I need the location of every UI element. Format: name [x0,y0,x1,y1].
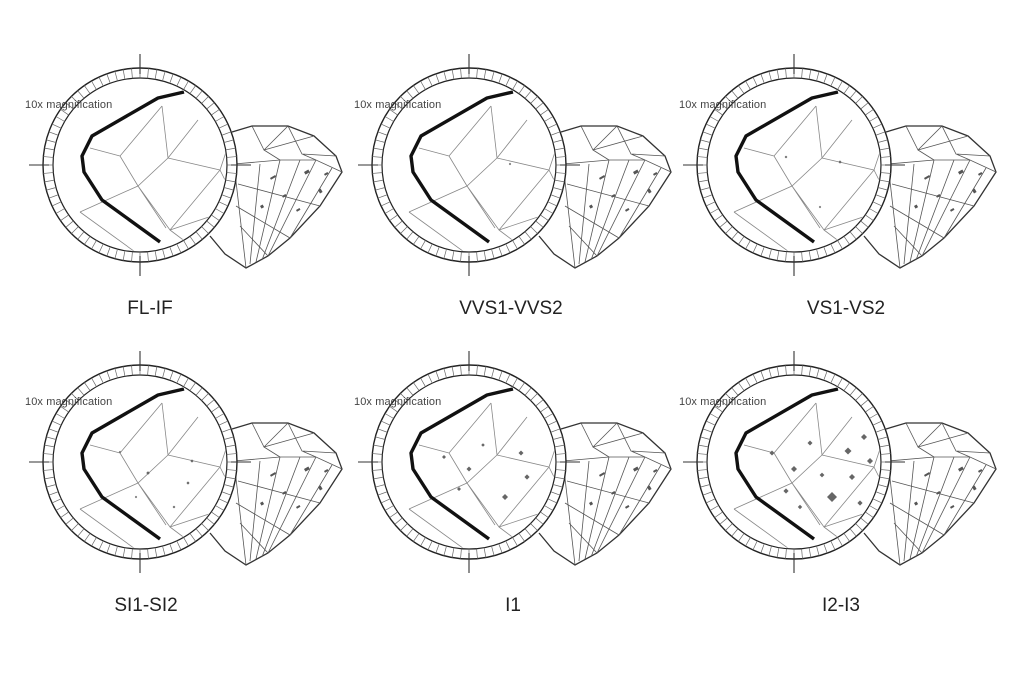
magnification-label: 10x magnification [25,396,113,408]
panel-vvs1-vvs2: 10x magnification VVS1-VVS2 [349,54,689,360]
loupe-diamond-icon [29,351,343,573]
panel-i2-i3: 10x magnification I2-I3 [674,351,1014,657]
panel-vs1-vs2: 10x magnification VS1-VS2 [674,54,1014,360]
loupe-diamond-icon [683,351,997,573]
magnification-label: 10x magnification [25,99,113,111]
panel-i1: 10x magnification I1 [349,351,689,657]
grade-label: VVS1-VVS2 [459,298,563,319]
magnification-label: 10x magnification [679,99,767,111]
loupe-diamond-icon [29,54,343,276]
magnification-label: 10x magnification [679,396,767,408]
grade-label: SI1-SI2 [114,595,178,616]
grade-label: VS1-VS2 [806,298,886,319]
grade-label: I1 [505,595,521,616]
magnification-label: 10x magnification [354,396,442,408]
magnification-label: 10x magnification [354,99,442,111]
grade-label: FL-IF [127,298,173,319]
loupe-diamond-icon [683,54,997,276]
loupe-diamond-icon [358,351,672,573]
grade-label: I2-I3 [821,595,861,616]
panel-si1-si2: 10x magnification SI1-SI2 [20,351,360,657]
panel-fl-if: 10x magnification FL-IF [20,54,360,360]
loupe-diamond-icon [358,54,672,276]
